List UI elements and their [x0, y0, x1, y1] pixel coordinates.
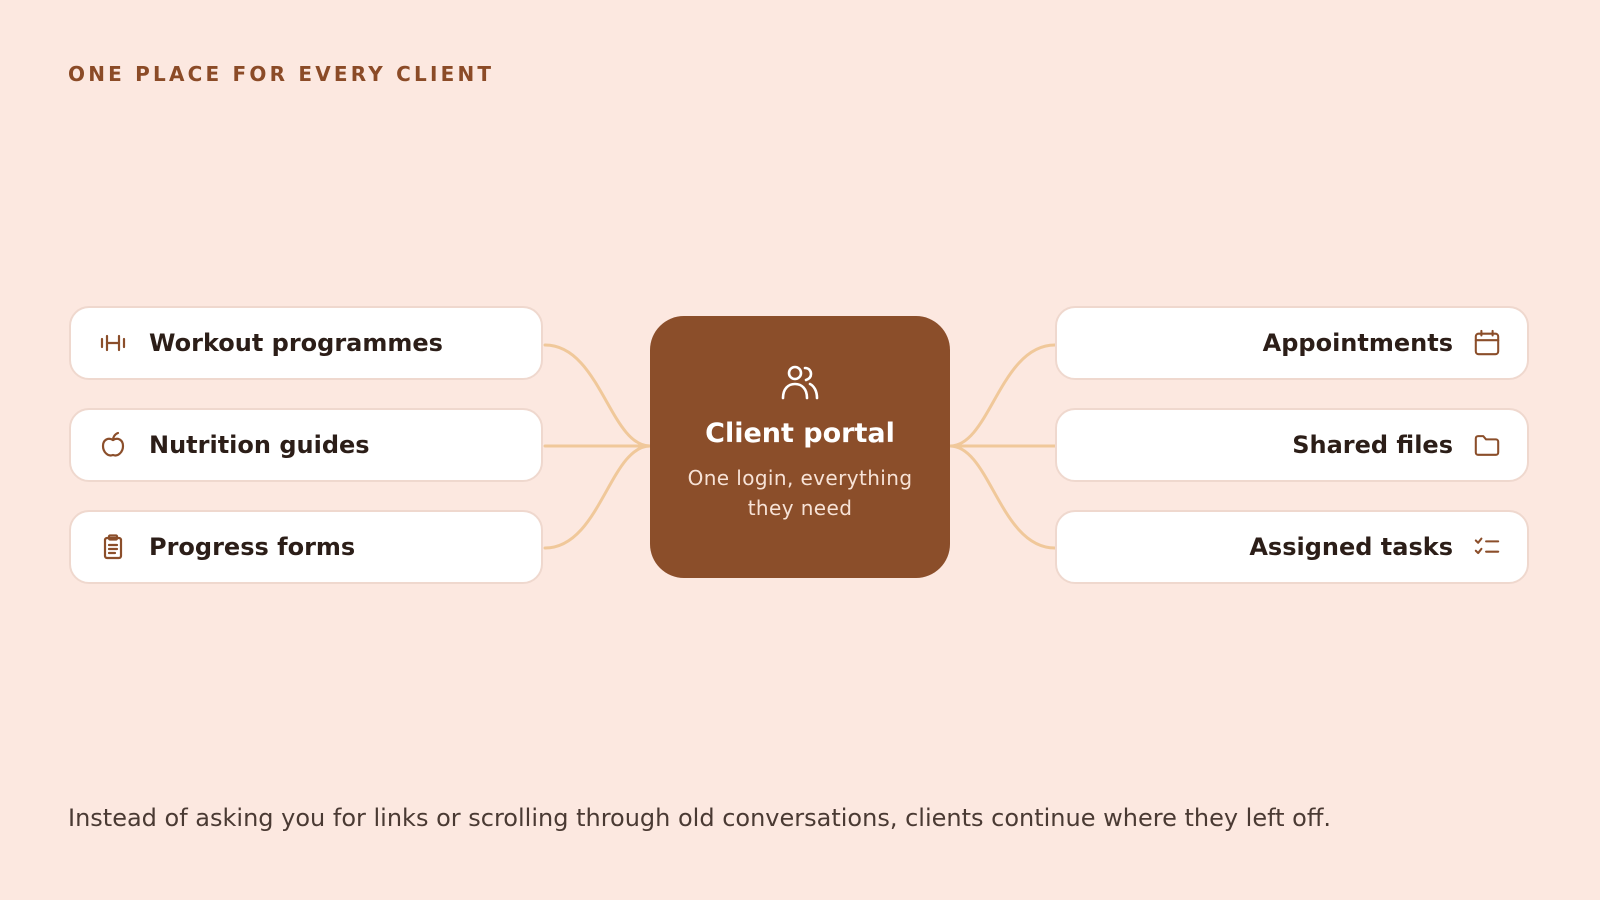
center-subtitle: One login, everything they need	[687, 466, 913, 520]
eyebrow-heading: ONE PLACE FOR EVERY CLIENT	[68, 62, 495, 86]
checklist-icon	[1473, 533, 1501, 561]
card-progress-forms[interactable]: Progress forms	[69, 510, 543, 584]
card-workout-programmes[interactable]: Workout programmes	[69, 306, 543, 380]
client-portal-node[interactable]: Client portal One login, everything they…	[650, 316, 950, 578]
card-appointments[interactable]: Appointments	[1055, 306, 1529, 380]
card-shared-files[interactable]: Shared files	[1055, 408, 1529, 482]
center-title: Client portal	[705, 418, 895, 449]
users-icon	[778, 360, 822, 404]
card-assigned-tasks[interactable]: Assigned tasks	[1055, 510, 1529, 584]
apple-icon	[99, 431, 127, 459]
dumbbell-icon	[99, 329, 127, 357]
connector-right-3	[948, 444, 1057, 550]
calendar-icon	[1473, 329, 1501, 357]
card-label: Appointments	[1262, 329, 1453, 357]
folder-icon	[1473, 431, 1501, 459]
footer-caption: Instead of asking you for links or scrol…	[68, 804, 1332, 832]
connector-right-1	[948, 343, 1057, 448]
card-nutrition-guides[interactable]: Nutrition guides	[69, 408, 543, 482]
card-label: Shared files	[1292, 431, 1453, 459]
connector-left-3	[543, 444, 652, 550]
clipboard-icon	[99, 533, 127, 561]
card-label: Workout programmes	[149, 329, 443, 357]
card-label: Progress forms	[149, 533, 356, 561]
card-label: Assigned tasks	[1249, 533, 1453, 561]
card-label: Nutrition guides	[149, 431, 370, 459]
connector-left-1	[543, 343, 652, 448]
